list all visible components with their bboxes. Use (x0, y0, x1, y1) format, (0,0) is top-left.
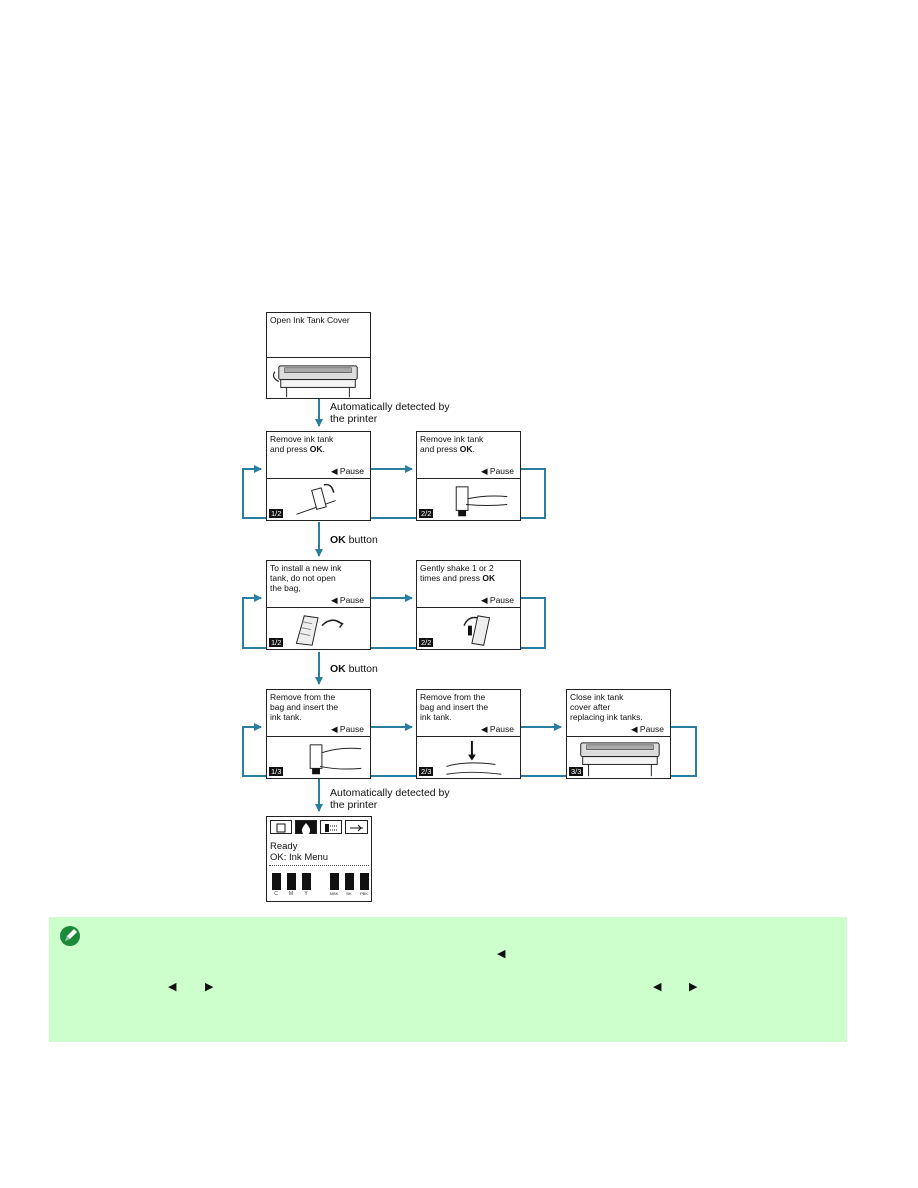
label-auto-detect: Automatically detected by the printer (330, 787, 450, 811)
ink-label: PBK (359, 891, 368, 896)
ink-label: MBK (329, 891, 339, 896)
step-indicator: 3/3 (569, 767, 584, 776)
step-indicator: 1/3 (269, 767, 284, 776)
panel-text: Close ink tank cover after replacing ink… (570, 692, 643, 722)
ok-key: OK (482, 573, 496, 583)
pause-label: ◀ Pause (331, 595, 364, 605)
panel-text-part: and press (270, 444, 310, 454)
panel-divider (267, 607, 370, 608)
pause-label: ◀ Pause (481, 466, 514, 476)
panel-install-new-ink-tank-1: To install a new ink tank, do not open t… (266, 560, 371, 650)
right-arrow-icon: ▶ (689, 981, 698, 993)
hand-remove-illustration (455, 486, 508, 517)
paper-tab-icon (270, 820, 292, 834)
display-status: Ready OK: Ink Menu (270, 841, 328, 863)
remove-tank-illustration (296, 483, 336, 515)
panel-text: To install a new ink tank, do not open t… (270, 563, 342, 593)
panel-divider (417, 607, 520, 608)
panel-insert-ink-tank-1: Remove from the bag and insert the ink t… (266, 689, 371, 779)
panel-text-part: . (472, 444, 475, 454)
step-indicator: 2/3 (419, 767, 434, 776)
panel-text: Remove ink tank (270, 434, 334, 444)
printer-illustration (580, 742, 660, 777)
pause-label: ◀ Pause (481, 724, 514, 734)
status-ready: Ready (270, 841, 298, 852)
panel-open-ink-tank-cover: Open Ink Tank Cover (266, 312, 371, 399)
panel-divider (267, 357, 370, 358)
control-panel-display: Ready OK: Ink Menu C M Y MBK BK PBK (266, 816, 372, 902)
ok-key: OK (330, 534, 346, 546)
step-indicator: 1/2 (269, 509, 284, 518)
right-arrow-icon: ▶ (205, 981, 214, 993)
panel-insert-ink-tank-2: Remove from the bag and insert the ink t… (416, 689, 521, 779)
status-ink-menu: OK: Ink Menu (270, 852, 329, 863)
label-auto-detect: Automatically detected by the printer (330, 401, 450, 425)
ink-level-bar (287, 873, 296, 890)
step-indicator: 1/2 (269, 638, 284, 647)
ink-level-bar (302, 873, 311, 890)
ok-key: OK (330, 663, 346, 675)
ink-level-bar (345, 873, 354, 890)
label-text: button (345, 534, 378, 546)
printer-illustration (272, 365, 358, 398)
bagged-tank-illustration (295, 615, 344, 646)
pause-label: ◀ Pause (331, 724, 364, 734)
note-box: ◀ ◀ ▶ ◀ ▶ (49, 917, 847, 1042)
panel-divider (267, 478, 370, 479)
panel-text: Remove from the bag and insert the ink t… (420, 692, 489, 722)
left-arrow-icon: ◀ (168, 981, 177, 993)
ink-level-bar (272, 873, 281, 890)
panel-text-part: . (322, 444, 325, 454)
panel-text-part: times and press (420, 573, 483, 583)
ok-key: OK (459, 444, 473, 454)
panel-text: Remove from the bag and insert the ink t… (270, 692, 339, 722)
settings-tab-icon (320, 820, 342, 834)
panel-divider (567, 736, 670, 737)
pause-label: ◀ Pause (331, 466, 364, 476)
panel-close-ink-tank-cover-3: Close ink tank cover after replacing ink… (566, 689, 671, 779)
pencil-note-icon (60, 926, 80, 946)
display-tabs (270, 820, 368, 836)
ok-key: OK (309, 444, 323, 454)
panel-text: Open Ink Tank Cover (270, 315, 350, 325)
panel-text: Gently shake 1 or 2 (420, 563, 494, 573)
ink-label: C (274, 891, 278, 897)
step-indicator: 2/2 (419, 509, 434, 518)
job-tab-icon (345, 820, 368, 834)
ink-level-bar (330, 873, 339, 890)
pause-label: ◀ Pause (631, 724, 664, 734)
ink-label: Y (304, 891, 308, 897)
panel-divider (417, 736, 520, 737)
ink-drop-tab-icon (295, 820, 317, 835)
insert-tank-down-illustration (446, 740, 502, 775)
ink-label: BK (346, 891, 352, 896)
ink-level-bar (360, 873, 369, 890)
pause-label: ◀ Pause (481, 595, 514, 605)
insert-from-bag-illustration (309, 744, 362, 775)
left-arrow-icon: ◀ (653, 981, 662, 993)
label-text: button (345, 663, 378, 675)
shake-tank-illustration (463, 615, 491, 646)
label-ok-button: OK button (330, 663, 378, 675)
ink-label: M (288, 891, 294, 897)
label-ok-button: OK button (330, 534, 378, 546)
display-separator (269, 865, 369, 866)
panel-divider (267, 736, 370, 737)
left-arrow-icon: ◀ (497, 948, 506, 960)
step-indicator: 2/2 (419, 638, 434, 647)
panel-text-part: and press (420, 444, 460, 454)
panel-text: Remove ink tank (420, 434, 484, 444)
panel-divider (417, 478, 520, 479)
